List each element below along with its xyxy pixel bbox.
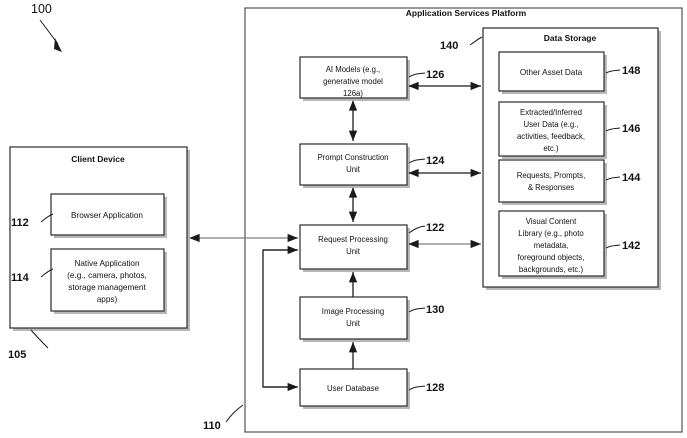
- request-processing-box[interactable]: [299, 224, 408, 270]
- visual-content-line1: Visual Content: [526, 217, 577, 226]
- application-services-platform-container: [244, 7, 683, 433]
- extracted-user-data-box[interactable]: [498, 101, 605, 157]
- image-processing-ref-130: 130: [426, 304, 444, 316]
- image-processing-ref-leader: [408, 307, 426, 313]
- user-database-ref-leader: [408, 385, 426, 391]
- requests-prompts-box[interactable]: [498, 159, 605, 203]
- image-processing-line2: Unit: [346, 319, 361, 328]
- native-ref-leader: [40, 268, 54, 278]
- client-device-title: Client Device: [71, 154, 125, 164]
- ai-models-line2: generative model: [323, 77, 383, 86]
- image-processing-line1: Image Processing: [322, 307, 384, 316]
- browser-ref-leader: [40, 213, 54, 223]
- visual-content-line2: Library (e.g., photo: [518, 229, 584, 238]
- extracted-user-data-line1: Extracted/Inferred: [520, 108, 582, 117]
- visual-content-ref-leader: [605, 244, 621, 249]
- native-application-label-line3: storage management: [68, 283, 146, 292]
- native-application-label-line2: (e.g., camera, photos,: [67, 271, 147, 280]
- prompt-construction-ref-124: 124: [426, 155, 445, 167]
- extracted-user-data-line4: etc.): [543, 144, 559, 153]
- other-asset-ref-leader: [605, 69, 621, 74]
- figure-number-arrowhead: [54, 38, 62, 52]
- request-processing-ref-leader: [408, 225, 426, 234]
- platform-title: Application Services Platform: [406, 8, 527, 18]
- prompt-construction-box[interactable]: [299, 143, 408, 186]
- other-asset-data-box[interactable]: [498, 51, 605, 92]
- requests-prompts-ref-leader: [605, 176, 621, 181]
- connector-feedback-loop-rail: [262, 249, 297, 388]
- data-storage-ref-leader: [469, 36, 483, 46]
- other-asset-data-label: Other Asset Data: [520, 68, 583, 77]
- native-application-box[interactable]: [50, 248, 165, 312]
- image-processing-box[interactable]: [299, 296, 408, 340]
- browser-application-box[interactable]: [50, 193, 165, 236]
- ai-models-line1: AI Models (e.g.,: [326, 65, 381, 74]
- data-storage-ref-140: 140: [440, 40, 458, 52]
- user-database-ref-128: 128: [426, 382, 444, 394]
- client-device-ref-leader: [30, 329, 49, 349]
- native-application-label-line4: apps): [97, 295, 118, 304]
- ai-models-line3: 126a): [343, 89, 363, 98]
- request-processing-line2: Unit: [346, 247, 361, 256]
- extracted-user-ref-146: 146: [622, 123, 640, 135]
- prompt-construction-ref-leader: [408, 158, 426, 164]
- user-database-label: User Database: [327, 384, 379, 393]
- request-processing-ref-122: 122: [426, 222, 444, 234]
- user-database-box[interactable]: [299, 368, 408, 407]
- data-storage-title: Data Storage: [544, 33, 597, 43]
- platform-ref-leader: [225, 404, 244, 423]
- requests-prompts-line2: & Responses: [528, 183, 574, 192]
- client-device-ref-105: 105: [8, 349, 26, 361]
- ai-models-box[interactable]: [299, 56, 408, 99]
- visual-content-line5: backgrounds, etc.): [519, 265, 584, 274]
- prompt-construction-line2: Unit: [346, 165, 361, 174]
- browser-application-label: Browser Application: [71, 211, 143, 220]
- visual-content-line4: foreground objects,: [518, 253, 585, 262]
- requests-prompts-ref-144: 144: [622, 172, 641, 184]
- figure-number: 100: [31, 2, 52, 16]
- extracted-user-ref-leader: [605, 127, 621, 132]
- other-asset-ref-148: 148: [622, 65, 640, 77]
- requests-prompts-line1: Requests, Prompts,: [517, 171, 585, 180]
- browser-ref-112: 112: [11, 217, 29, 229]
- platform-ref-110: 110: [203, 420, 221, 432]
- ai-models-ref-126: 126: [426, 69, 444, 81]
- extracted-user-data-line3: activities, feedback,: [517, 132, 585, 141]
- visual-content-ref-142: 142: [622, 240, 640, 252]
- native-ref-114: 114: [11, 272, 30, 284]
- request-processing-line1: Request Processing: [318, 235, 388, 244]
- prompt-construction-line1: Prompt Construction: [317, 153, 388, 162]
- visual-content-line3: metadata,: [534, 241, 569, 250]
- visual-content-box[interactable]: [498, 210, 605, 277]
- native-application-label-line1: Native Application: [74, 259, 140, 268]
- ai-models-ref-leader: [408, 72, 426, 78]
- extracted-user-data-line2: User Data (e.g.,: [523, 120, 578, 129]
